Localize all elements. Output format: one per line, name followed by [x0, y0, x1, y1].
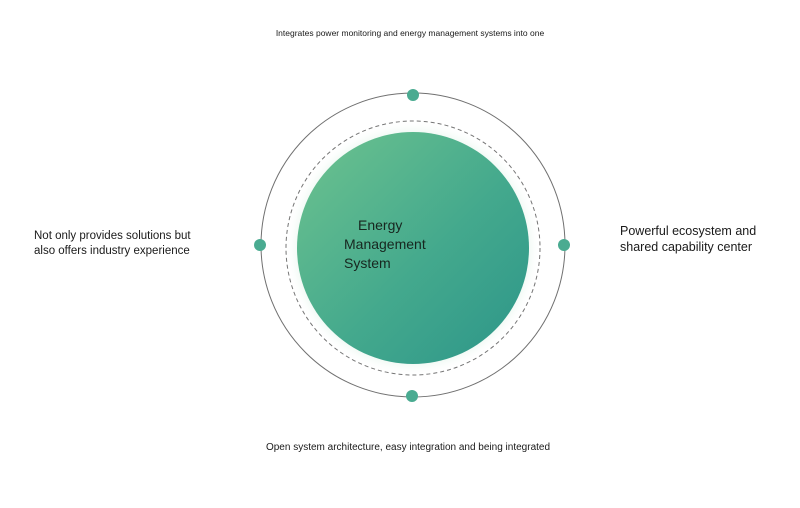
- point-bottom-label: Open system architecture, easy integrati…: [265, 442, 551, 453]
- node-left: [254, 239, 266, 251]
- point-top-label: Integrates power monitoring and energy m…: [275, 28, 545, 38]
- core-circle: [297, 132, 529, 364]
- point-left-line-2: also offers industry experience: [34, 244, 190, 257]
- point-left-line-1: Not only provides solutions but: [34, 230, 191, 242]
- node-top: [407, 89, 419, 101]
- node-bottom: [406, 390, 418, 402]
- point-right-line-1: Powerful ecosystem and: [620, 224, 757, 238]
- point-right-label: Powerful ecosystem and shared capability…: [620, 223, 790, 256]
- core-title-line-3: System: [344, 255, 391, 271]
- core-title: Energy Management System: [344, 216, 454, 273]
- core-title-line-1: Energy: [358, 217, 403, 233]
- point-left-label: Not only provides solutions but also off…: [34, 229, 224, 259]
- point-right-line-2: shared capability center: [620, 240, 753, 255]
- node-right: [558, 239, 570, 251]
- core-title-line-2: Management: [344, 236, 426, 252]
